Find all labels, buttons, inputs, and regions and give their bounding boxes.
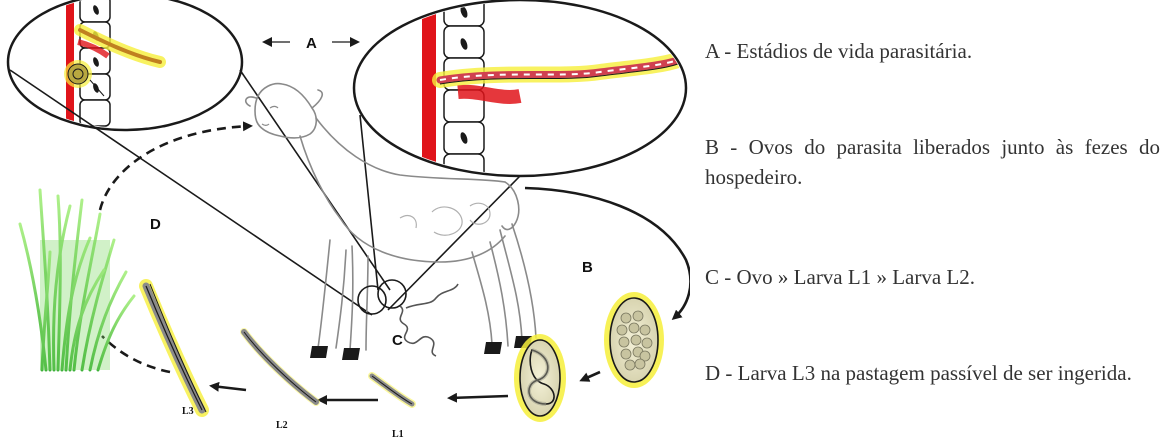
lifecycle-diagram: A [0,0,690,439]
legend-b: B - Ovos do parasita liberados junto às … [705,132,1160,192]
legend-a: A - Estádios de vida parasitária. [705,36,1160,66]
egg-morula [604,292,664,388]
larva-l3 [146,284,206,412]
cycle-arrows [100,126,690,400]
legend-d: D - Larva L3 na pastagem passível de ser… [705,358,1160,388]
legend-panel: A - Estádios de vida parasitária. B - Ov… [705,0,1160,439]
label-l1: L1 [392,429,404,439]
larva-l2 [244,332,316,402]
label-a: A [306,35,317,52]
egg-larvated [514,334,566,422]
sheep-hooves [310,336,532,360]
magnifier-abomasum-left [8,0,242,134]
label-b: B [582,259,593,276]
label-a-group: A [265,35,357,52]
grass-fill [40,240,110,370]
label-c: C [392,332,403,349]
magnifier-abomasum-right [354,0,686,186]
label-l2: L2 [276,420,288,431]
label-l3: L3 [182,406,194,417]
abomasum-organ [358,280,458,356]
label-d: D [150,216,161,233]
legend-c: C - Ovo » Larva L1 » Larva L2. [705,262,1160,292]
